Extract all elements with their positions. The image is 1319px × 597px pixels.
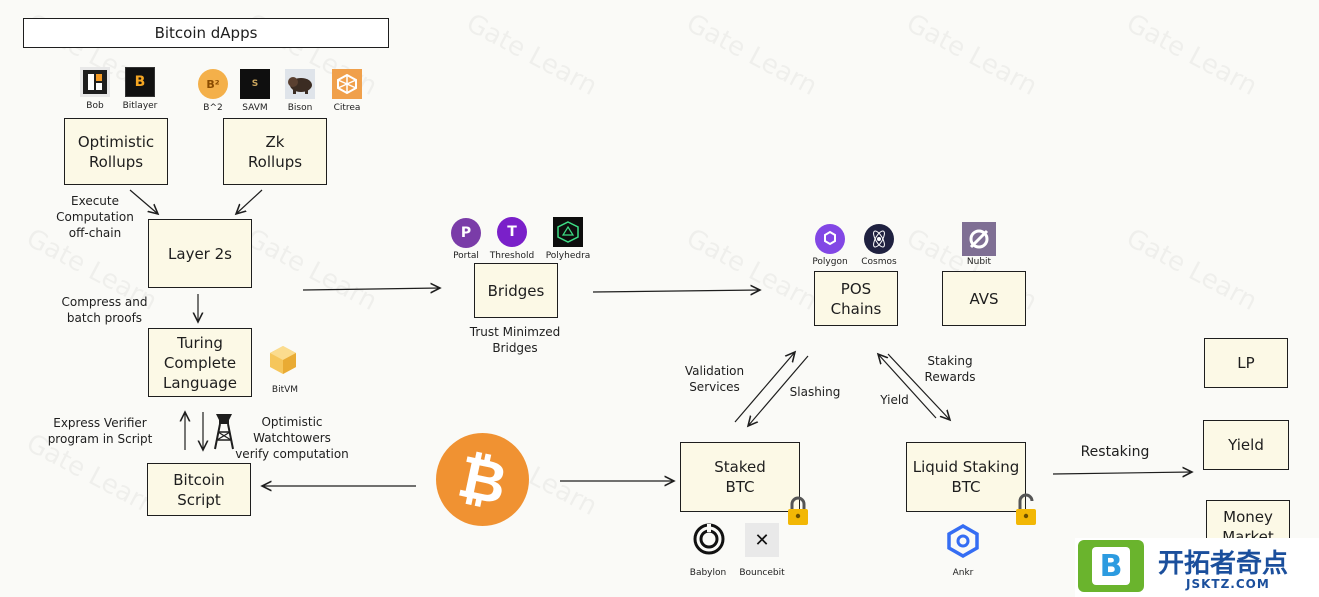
savm-logo-icon: S — [240, 69, 270, 99]
bob-logo-icon — [80, 67, 110, 97]
portal-label: Portal — [453, 251, 479, 261]
bitvm-label: BitVM — [271, 385, 299, 395]
bitlayer-label: Bitlayer — [122, 101, 158, 111]
brand-logo-icon: B — [1078, 540, 1144, 592]
express-verifier-label: Express Verifier program in Script — [47, 416, 153, 446]
bitcoin-script-box: Bitcoin Script — [147, 463, 251, 516]
b2-label: B^2 — [203, 103, 223, 113]
brand-url: JSKTZ.COM — [1186, 577, 1270, 591]
watchtower-icon — [212, 412, 236, 450]
lock-closed-icon — [786, 496, 810, 526]
babylon-logo-icon — [693, 523, 725, 555]
bob-label: Bob — [86, 101, 104, 111]
layer2s-box: Layer 2s — [148, 219, 252, 288]
yield-box: Yield — [1203, 420, 1289, 470]
citrea-label: Citrea — [333, 103, 361, 113]
bouncebit-label: Bouncebit — [739, 568, 785, 578]
polyhedra-logo-icon — [553, 217, 583, 247]
babylon-label: Babylon — [689, 568, 727, 578]
validation-services-label: Validation Services — [684, 364, 745, 394]
trust-minimized-label: Trust Minimzed Bridges — [469, 325, 561, 355]
pos-chains-box: POS Chains — [814, 271, 898, 326]
bison-logo-icon — [285, 69, 315, 99]
cosmos-label: Cosmos — [861, 257, 897, 267]
arrow-slashing — [748, 355, 809, 426]
arrow-layer2-to-bridges — [302, 288, 440, 290]
arrow-staking-rewards — [887, 353, 950, 420]
staking-rewards-label: Staking Rewards — [924, 354, 976, 384]
compress-proofs-label: Compress and batch proofs — [61, 295, 148, 325]
bouncebit-logo-icon: ✕ — [745, 523, 779, 557]
lp-box: LP — [1204, 338, 1288, 388]
restaking-label: Restaking — [1080, 444, 1150, 460]
savm-label: SAVM — [242, 103, 268, 113]
optimistic-rollups-box: Optimistic Rollups — [64, 118, 168, 185]
arrow-bridges-to-pos — [592, 290, 760, 292]
turing-complete-box: Turing Complete Language — [148, 328, 252, 397]
threshold-logo-icon: T — [497, 217, 527, 247]
zk-rollups-box: Zk Rollups — [223, 118, 327, 185]
staked-btc-box: Staked BTC — [680, 442, 800, 512]
watchtowers-label: Optimistic Watchtowers verify computatio… — [235, 415, 349, 461]
ankr-label: Ankr — [952, 568, 974, 578]
polygon-label: Polygon — [812, 257, 848, 267]
bitcoin-logo-icon: ₿ — [436, 433, 529, 526]
bitlayer-logo-icon: B — [125, 67, 155, 97]
polygon-logo-icon — [815, 224, 845, 254]
arrow-optimistic-to-layer2 — [129, 189, 158, 214]
ankr-logo-icon — [946, 524, 980, 558]
liquid-staking-btc-box: Liquid Staking BTC — [906, 442, 1026, 512]
lock-open-icon — [1014, 492, 1040, 526]
arrow-yield — [878, 354, 937, 419]
page-title: Bitcoin dApps — [23, 18, 389, 48]
brand-name: 开拓者奇点 — [1158, 549, 1289, 579]
bitvm-logo-icon — [268, 345, 298, 375]
nubit-logo-icon — [962, 222, 996, 256]
arrow-zk-to-layer2 — [236, 189, 263, 214]
polyhedra-label: Polyhedra — [545, 251, 591, 261]
bridges-box: Bridges — [474, 263, 558, 318]
cosmos-logo-icon — [864, 224, 894, 254]
execute-offchain-label: Execute Computation off-chain — [56, 194, 134, 240]
bison-label: Bison — [287, 103, 313, 113]
brand-letter: B — [1099, 548, 1123, 584]
arrow-restaking — [1052, 472, 1192, 474]
slashing-label: Slashing — [789, 385, 841, 399]
portal-logo-icon: P — [451, 218, 481, 248]
citrea-logo-icon — [332, 69, 362, 99]
b2-logo-icon: B² — [198, 69, 228, 99]
nubit-label: Nubit — [966, 257, 992, 267]
arrow-validation — [734, 352, 795, 423]
yield-label: Yield — [880, 393, 909, 407]
threshold-label: Threshold — [489, 251, 535, 261]
avs-box: AVS — [942, 271, 1026, 326]
